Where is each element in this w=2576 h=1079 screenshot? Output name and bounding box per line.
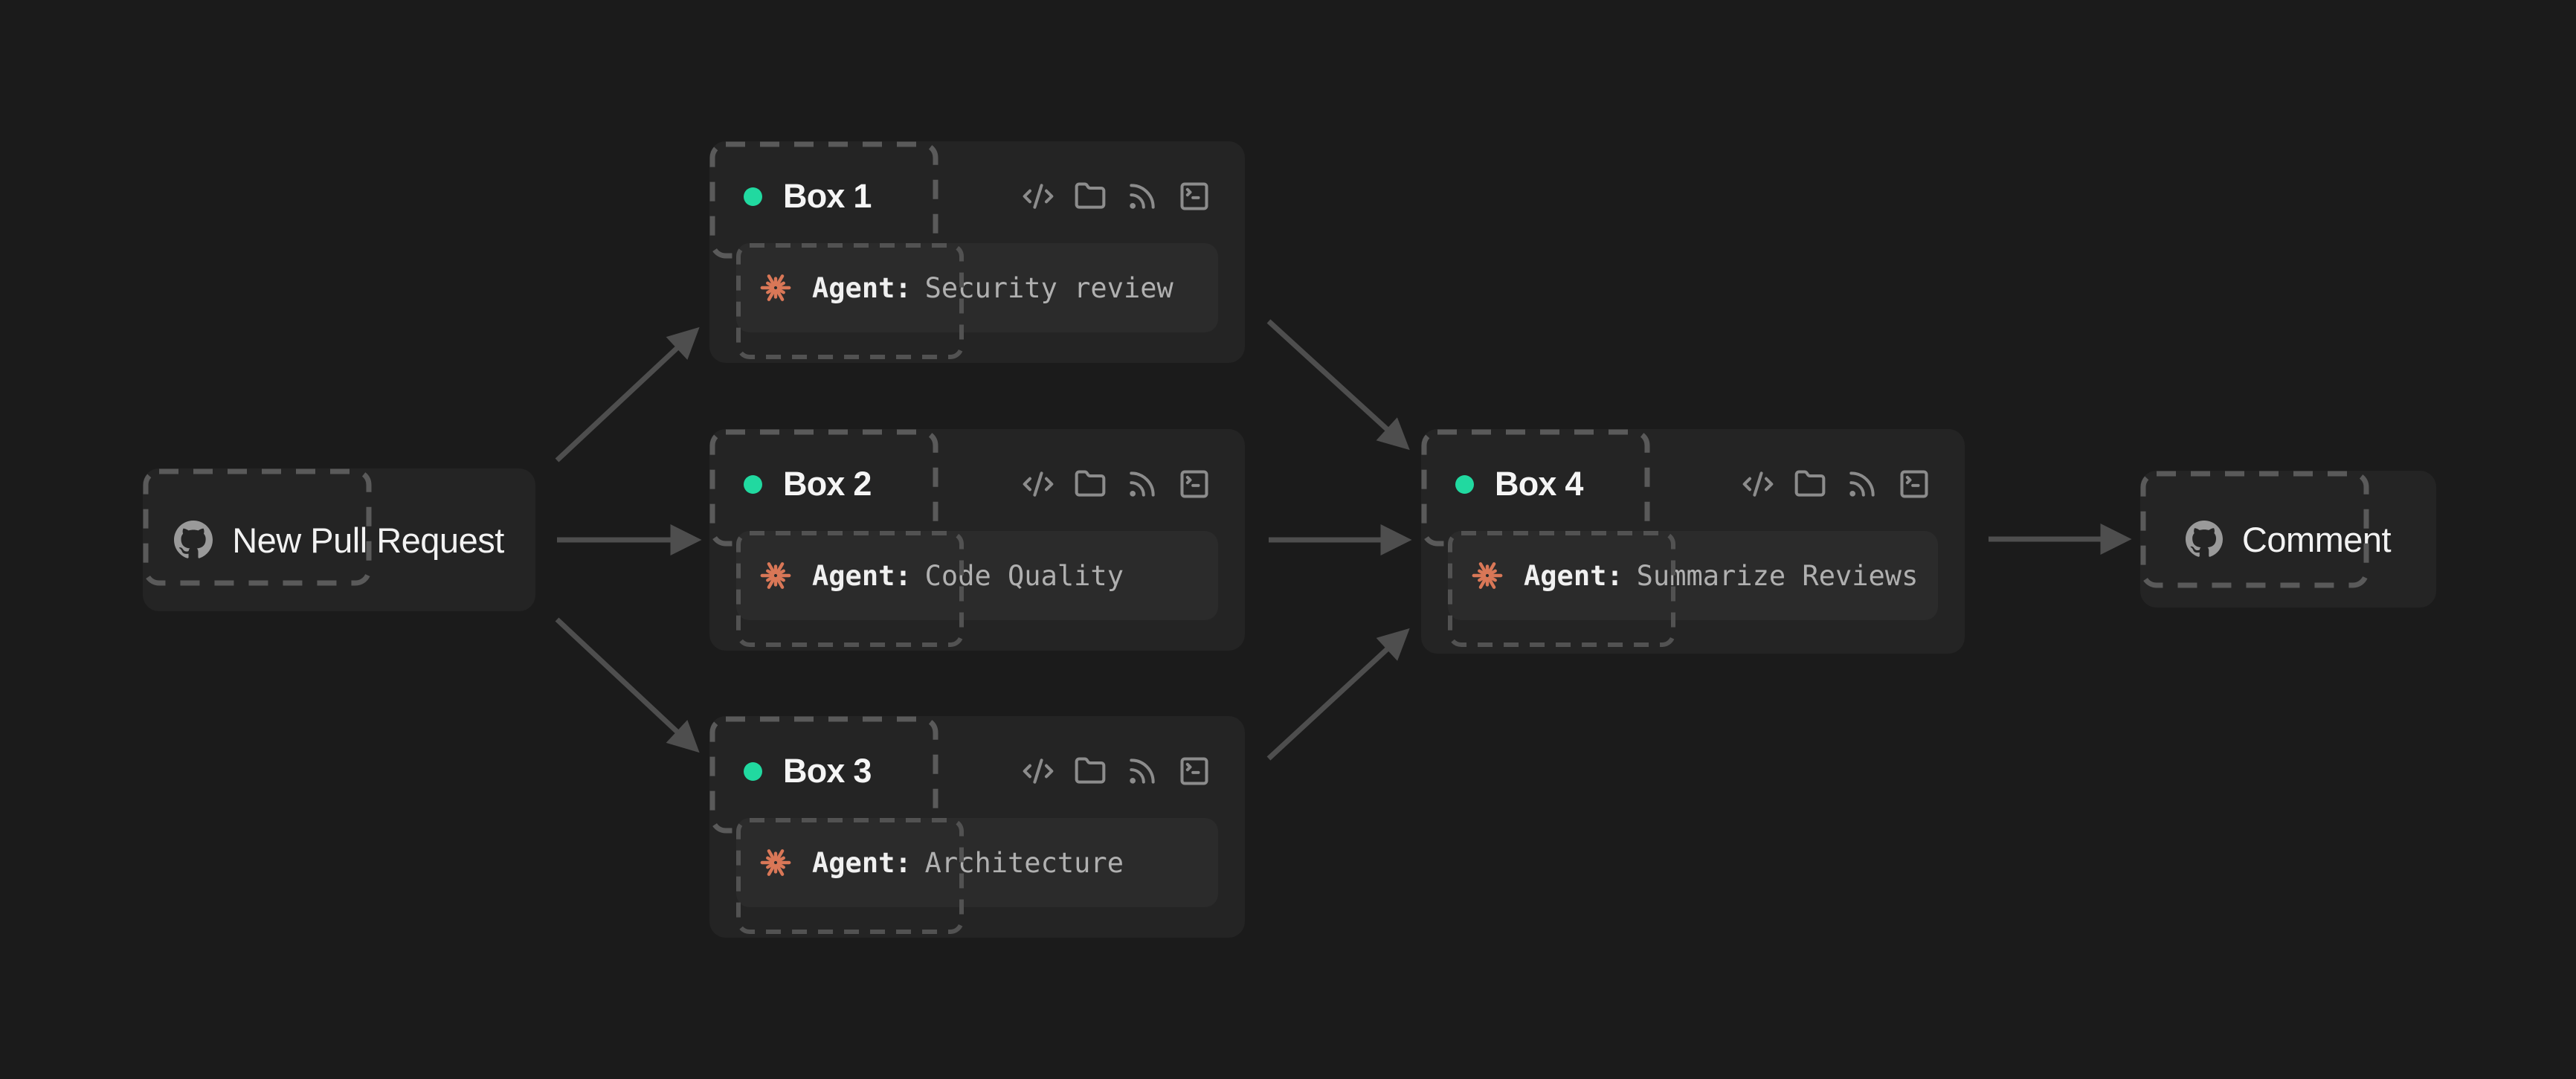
node-comment[interactable]: Comment — [2140, 471, 2436, 608]
status-dot — [744, 474, 762, 494]
node-header-icons — [1022, 755, 1211, 787]
rss-icon — [1846, 468, 1878, 500]
terminal-icon — [1178, 468, 1211, 500]
edge-box1-to-box4 — [1266, 319, 1410, 451]
terminal-icon — [1898, 468, 1931, 500]
node-title: Box 4 — [1495, 465, 1583, 503]
node-title: Box 3 — [783, 752, 872, 790]
agent-spark-icon — [759, 271, 793, 305]
status-dot — [1455, 474, 1474, 494]
agent-value: Summarize Reviews — [1636, 559, 1919, 592]
github-icon — [2186, 521, 2223, 558]
agent-value: Code Quality — [924, 559, 1124, 592]
node-title: Box 2 — [783, 465, 872, 503]
node-header: Box 2 — [736, 462, 1218, 506]
rss-icon — [1126, 755, 1159, 787]
agent-label: Agent: — [812, 271, 912, 304]
flow-node-box1[interactable]: Box 1 Agent: Security review — [709, 141, 1245, 363]
node-label: Comment — [2241, 519, 2392, 559]
node-label: New Pull Request — [232, 520, 504, 560]
node-header: Box 1 — [736, 174, 1218, 219]
node-header-icons — [1022, 468, 1211, 500]
agent-spark-icon — [1470, 558, 1504, 593]
flow-node-box3[interactable]: Box 3 Agent: Architecture — [709, 716, 1245, 938]
flow-node-box4[interactable]: Box 4 Agent: Summarize Reviews — [1421, 429, 1965, 654]
node-header-icons — [1742, 468, 1931, 500]
agent-spark-icon — [759, 558, 793, 593]
code-icon — [1742, 468, 1774, 500]
terminal-icon — [1178, 180, 1211, 213]
node-header-icons — [1022, 180, 1211, 213]
github-icon — [174, 521, 213, 559]
agent-value: Architecture — [924, 846, 1124, 879]
edge-box3-to-box4 — [1266, 628, 1410, 761]
rss-icon — [1126, 468, 1159, 500]
code-icon — [1022, 755, 1054, 787]
flow-node-box2[interactable]: Box 2 Agent: Code Quality — [709, 429, 1245, 651]
folder-icon — [1074, 468, 1107, 500]
node-header: Box 4 — [1448, 462, 1938, 506]
code-icon — [1022, 180, 1054, 213]
status-dot — [744, 761, 762, 781]
agent-spark-icon — [759, 846, 793, 880]
edge-new-pull-request-to-box3 — [555, 617, 700, 753]
folder-icon — [1074, 755, 1107, 787]
node-header: Box 3 — [736, 749, 1218, 793]
code-icon — [1022, 468, 1054, 500]
agent-chip[interactable]: Agent: Summarize Reviews — [1448, 531, 1938, 647]
terminal-icon — [1178, 755, 1211, 787]
node-title: Box 1 — [783, 177, 872, 215]
agent-chip[interactable]: Agent: Architecture — [736, 818, 1218, 934]
agent-label: Agent: — [812, 846, 912, 879]
folder-icon — [1074, 180, 1107, 213]
agent-label: Agent: — [812, 559, 912, 592]
rss-icon — [1126, 180, 1159, 213]
agent-label: Agent: — [1524, 559, 1623, 592]
folder-icon — [1794, 468, 1826, 500]
status-dot — [744, 187, 762, 206]
edge-new-pull-request-to-box1 — [555, 326, 700, 463]
agent-chip[interactable]: Agent: Code Quality — [736, 531, 1218, 647]
agent-value: Security review — [924, 271, 1173, 304]
agent-chip[interactable]: Agent: Security review — [736, 243, 1218, 359]
node-new-pull-request[interactable]: New Pull Request — [143, 468, 535, 611]
